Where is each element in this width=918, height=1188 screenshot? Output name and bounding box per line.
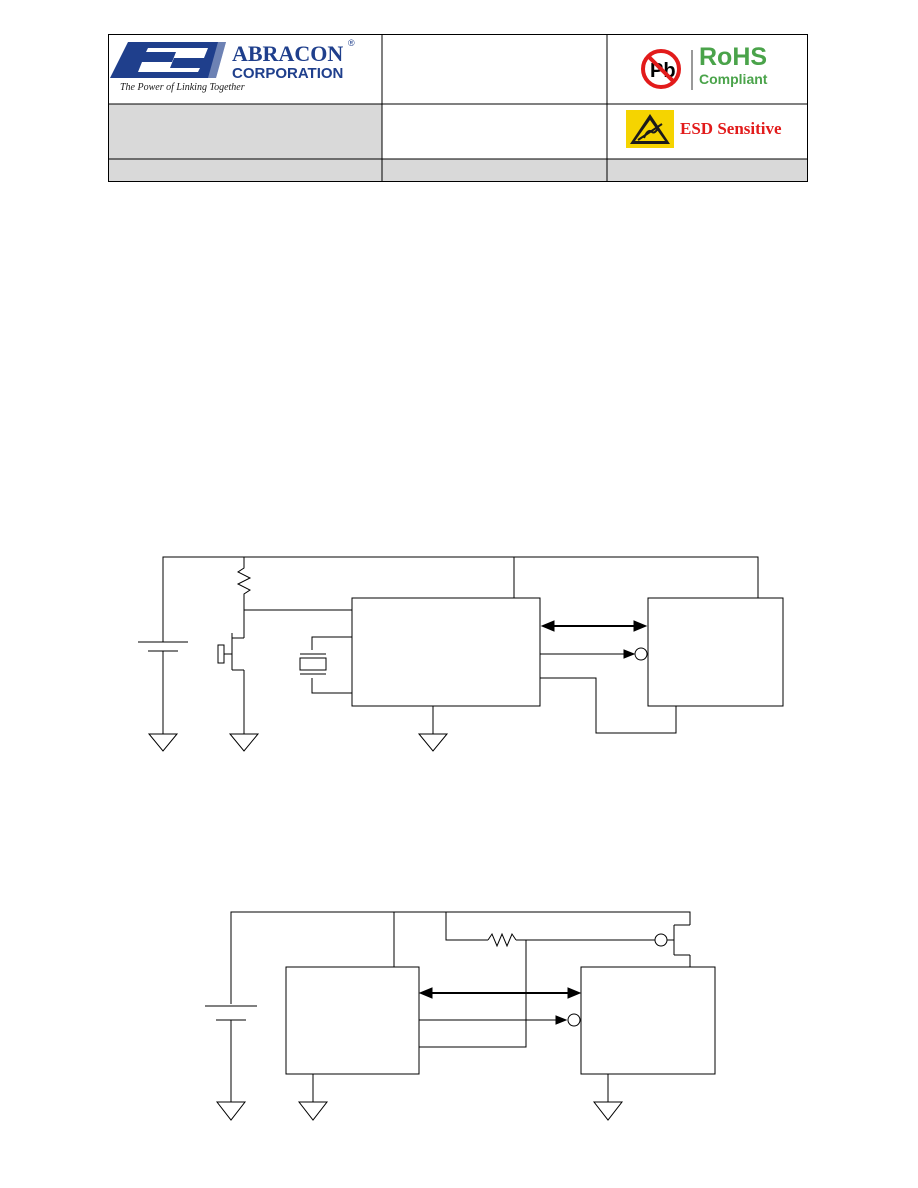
figure1-interrupt-arrow (540, 647, 648, 661)
header-grid (108, 34, 808, 182)
figure2-left-ic (285, 966, 420, 1075)
ground-icon (417, 733, 449, 752)
figure2-diagram (205, 911, 716, 1121)
header-table: ABRACON CORPORATION ® The Power of Linki… (108, 34, 808, 182)
figure2-resistor-icon (487, 932, 517, 948)
rohs-subtitle: Compliant (699, 71, 768, 87)
logo-registered: ® (348, 38, 355, 48)
figure1-host-box (647, 597, 784, 707)
esd-label: ESD Sensitive (680, 119, 782, 138)
figure2-switch-icon (654, 920, 691, 967)
abracon-logo-icon: ABRACON CORPORATION ® (110, 38, 355, 82)
ground-icon (228, 733, 260, 752)
figure2-interrupt-arrow (419, 1013, 581, 1027)
figure1-switch-icon (217, 610, 245, 671)
figure1-bus-arrow (540, 620, 648, 632)
esd-warning-icon (626, 110, 674, 148)
figure1-battery-icon (138, 641, 188, 652)
figure2-right-ic (580, 966, 716, 1075)
logo-name-line1: ABRACON (232, 41, 343, 66)
logo-tagline: The Power of Linking Together (120, 82, 245, 93)
figure2-bus-arrow (418, 987, 582, 999)
figure2-battery-icon (205, 1005, 257, 1021)
figure1-main-ic (351, 597, 541, 707)
logo-name-line2: CORPORATION (232, 65, 343, 82)
header-gray-row (108, 159, 808, 181)
ground-icon (215, 1101, 247, 1121)
figure1-resistor-icon (236, 557, 252, 598)
figure1-crystal-icon (299, 636, 352, 694)
header-gray-cell (108, 104, 382, 159)
figure1-diagram (138, 556, 784, 752)
no-lead-icon: Pb (641, 49, 693, 90)
ground-icon (297, 1101, 329, 1121)
rohs-title: RoHS (699, 43, 768, 71)
ground-icon (592, 1101, 624, 1121)
ground-icon (147, 733, 179, 752)
